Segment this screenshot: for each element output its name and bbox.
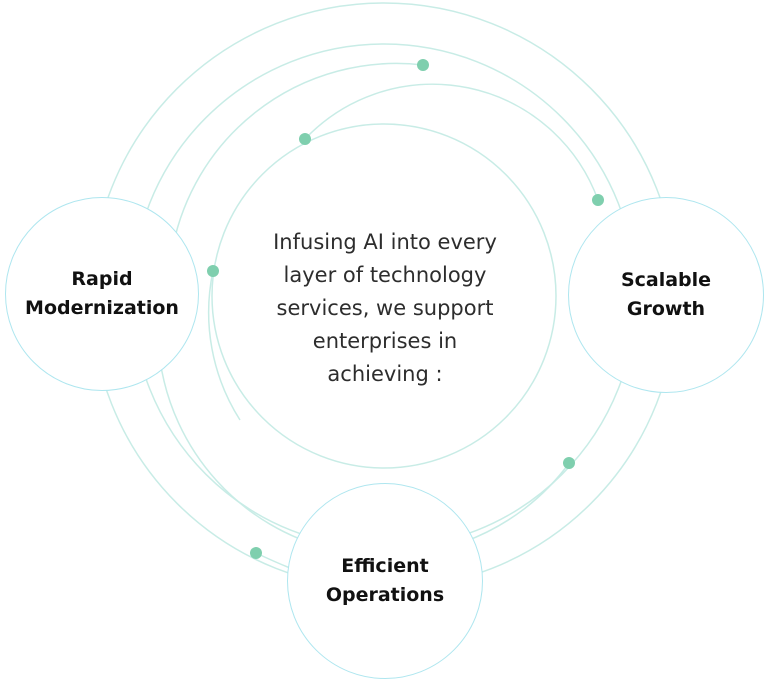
node-label-line: Modernization [25,297,179,319]
center-arc [304,83,599,201]
node-label-line: Rapid [71,268,133,290]
inner-arc [169,62,424,266]
orbit-dot [592,194,604,206]
center-line: services, we support [276,296,494,320]
rapid-modernization-node: Rapid Modernization [5,197,199,391]
node-label-line: Scalable [620,269,712,291]
node-label: Scalable Growth [621,266,711,324]
center-line: Infusing AI into every [273,230,497,254]
node-label: Rapid Modernization [25,265,179,323]
node-label-line: Growth [626,298,706,320]
node-label-line: Operations [325,584,445,606]
orbit-dot [299,133,311,145]
center-statement: Infusing AI into every layer of technolo… [230,226,540,391]
central-ring [211,123,557,469]
center-line: enterprises in [312,329,458,353]
orbit-dot [563,457,575,469]
center-line: layer of technology [283,263,487,287]
orbit-dot [207,265,219,277]
efficient-operations-node: Efficient Operations [287,483,483,679]
scalable-growth-node: Scalable Growth [568,197,764,393]
orbit-dot [417,59,429,71]
node-label-line: Efficient [341,555,429,577]
center-line: achieving : [327,362,443,386]
node-label: Efficient Operations [326,552,444,610]
left-arc [207,270,241,421]
orbit-dot [250,547,262,559]
